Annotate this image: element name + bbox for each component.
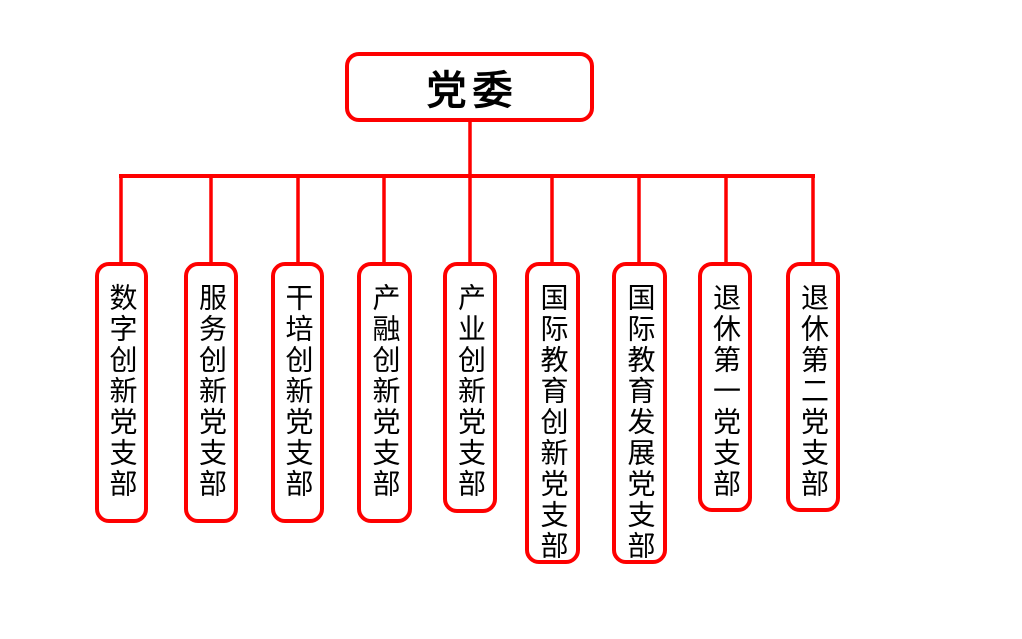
- org-node-label: 国际教育创新党支部: [537, 283, 569, 562]
- org-node-label: 服务创新党支部: [196, 283, 227, 500]
- org-node-branch-3: 干培创新党支部: [271, 262, 324, 523]
- org-node-branch-1: 数字创新党支部: [95, 262, 148, 523]
- org-node-branch-5: 产业创新党支部: [443, 262, 497, 513]
- org-node-label: 产融创新党支部: [369, 283, 401, 500]
- org-node-branch-9: 退休第二党支部: [786, 262, 840, 512]
- org-node-label: 退休第一党支部: [710, 283, 741, 500]
- org-node-root: 党委: [345, 52, 594, 122]
- org-node-label: 数字创新党支部: [106, 283, 138, 500]
- org-node-label: 干培创新党支部: [282, 283, 314, 500]
- org-node-label: 退休第二党支部: [798, 283, 829, 500]
- org-node-branch-8: 退休第一党支部: [698, 262, 752, 512]
- org-node-branch-6: 国际教育创新党支部: [525, 262, 580, 564]
- org-node-branch-7: 国际教育发展党支部: [612, 262, 667, 564]
- org-node-label: 产业创新党支部: [455, 283, 486, 500]
- org-node-label: 国际教育发展党支部: [624, 283, 656, 562]
- org-node-branch-4: 产融创新党支部: [357, 262, 412, 523]
- org-node-branch-2: 服务创新党支部: [184, 262, 238, 523]
